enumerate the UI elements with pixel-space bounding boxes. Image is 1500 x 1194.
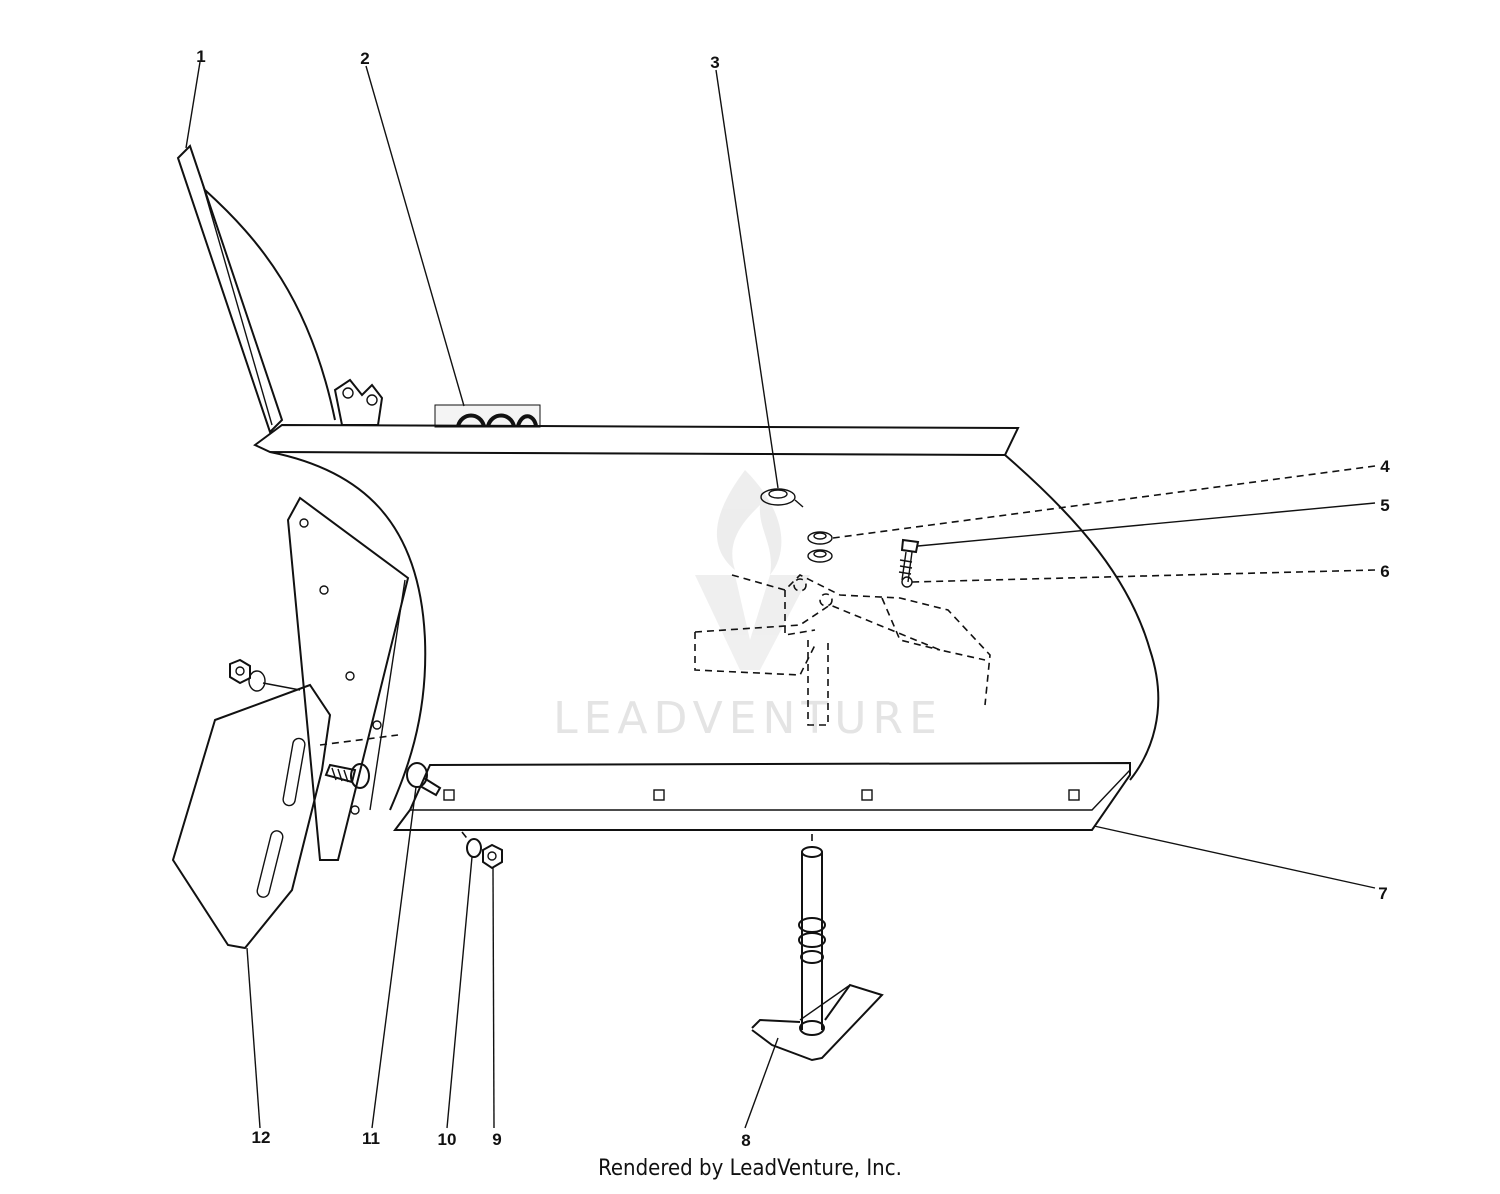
callout-10: 10 [438, 1130, 457, 1149]
callout-9: 9 [492, 1130, 501, 1149]
carriage-bolt [324, 763, 370, 789]
callout-3: 3 [710, 53, 719, 72]
cutting-edge [393, 761, 1131, 831]
blade-end-plate [286, 496, 410, 861]
wing-extension [176, 144, 336, 434]
bushing [760, 488, 804, 508]
hinge-bracket [333, 378, 384, 426]
callout-6: 6 [1380, 562, 1389, 581]
plow-bolt [406, 762, 442, 797]
nut-lockwasher [466, 838, 503, 870]
leader-lines [185, 61, 1376, 1129]
washers [807, 531, 833, 563]
nut-washer-left [229, 658, 266, 692]
mount-frame-hidden [694, 574, 991, 726]
watermark-text: LEADVENTURE [553, 693, 943, 744]
callout-2: 2 [360, 49, 369, 68]
callout-5: 5 [1380, 496, 1389, 515]
render-credit-caption: Rendered by LeadVenture, Inc. [598, 1156, 902, 1181]
skid-shoe-plate [171, 683, 332, 950]
skid-shoe-post [751, 846, 884, 1062]
bolt-spring [898, 538, 920, 588]
callout-11: 11 [362, 1129, 380, 1148]
callout-7: 7 [1378, 884, 1387, 903]
callout-labels: 1 2 3 4 5 6 7 8 9 10 11 12 [196, 47, 1390, 1150]
callout-8: 8 [741, 1131, 750, 1150]
watermark-logo [695, 470, 810, 670]
decal [434, 404, 541, 428]
callout-1: 1 [196, 47, 205, 66]
callout-12: 12 [252, 1128, 271, 1147]
callout-4: 4 [1380, 457, 1390, 476]
moldboard-blade [253, 423, 1160, 811]
